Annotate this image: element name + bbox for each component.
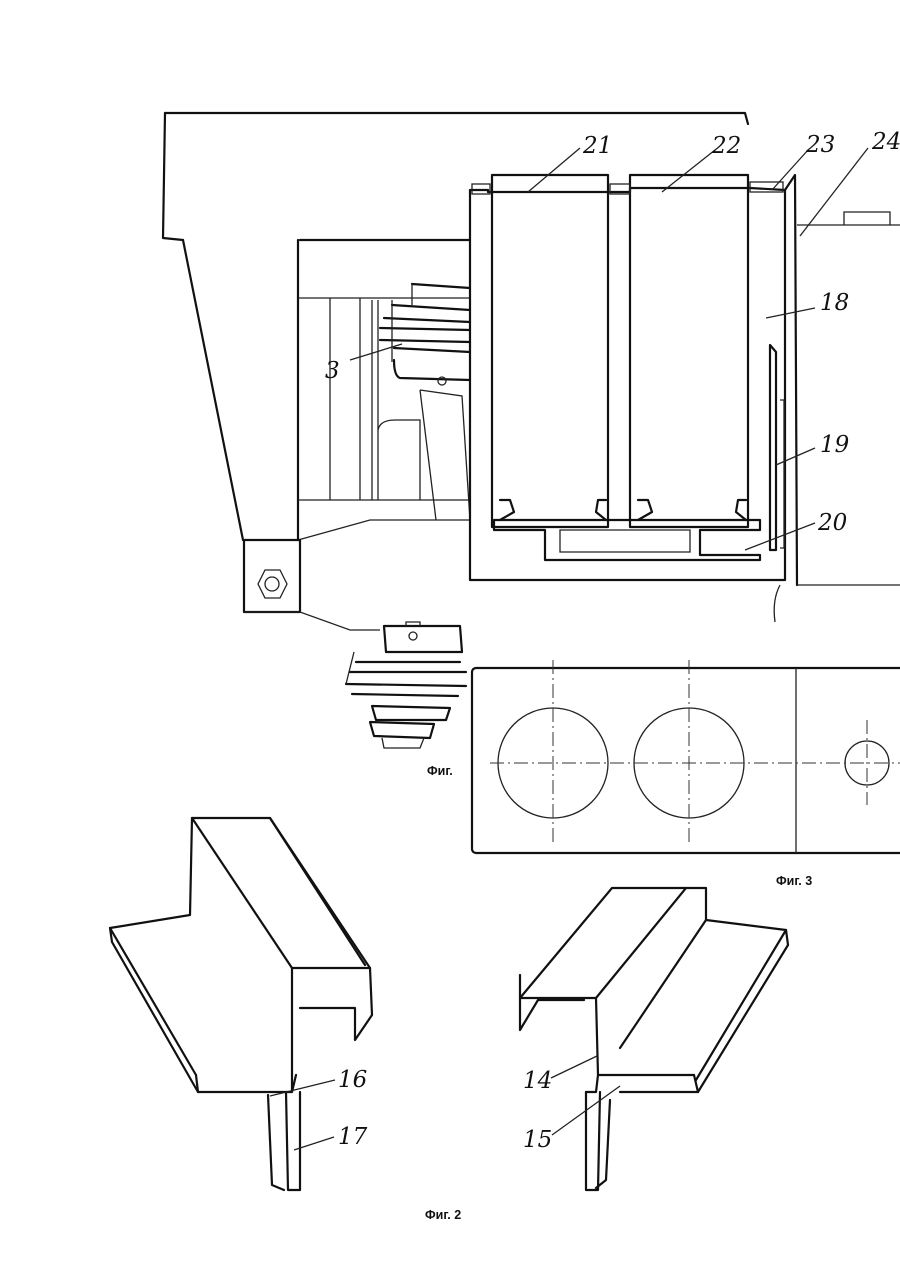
section-view bbox=[470, 175, 900, 622]
label-3: 3 bbox=[325, 358, 340, 384]
label-23: 23 bbox=[805, 132, 835, 158]
label-20: 20 bbox=[817, 510, 847, 536]
label-18: 18 bbox=[820, 290, 849, 316]
fig1-lower-assembly bbox=[244, 540, 466, 748]
fig3-caption: Фиг. 3 bbox=[776, 874, 812, 888]
fig2-right-profile bbox=[520, 888, 788, 1190]
label-17: 17 bbox=[338, 1124, 368, 1150]
fig2-caption: Фиг. 2 bbox=[425, 1208, 461, 1222]
fig1-upper-assembly bbox=[380, 284, 470, 520]
fig1-caption: Фиг. bbox=[427, 764, 453, 778]
fig3-plan-view bbox=[472, 660, 900, 853]
label-14: 14 bbox=[523, 1068, 552, 1094]
fig1-machine-frame bbox=[163, 113, 748, 540]
label-22: 22 bbox=[711, 133, 741, 159]
label-24: 24 bbox=[871, 129, 900, 155]
fig2-left-profile bbox=[110, 818, 372, 1190]
label-16: 16 bbox=[338, 1067, 367, 1093]
label-15: 15 bbox=[523, 1127, 552, 1153]
label-19: 19 bbox=[820, 432, 849, 458]
label-21: 21 bbox=[582, 133, 612, 159]
